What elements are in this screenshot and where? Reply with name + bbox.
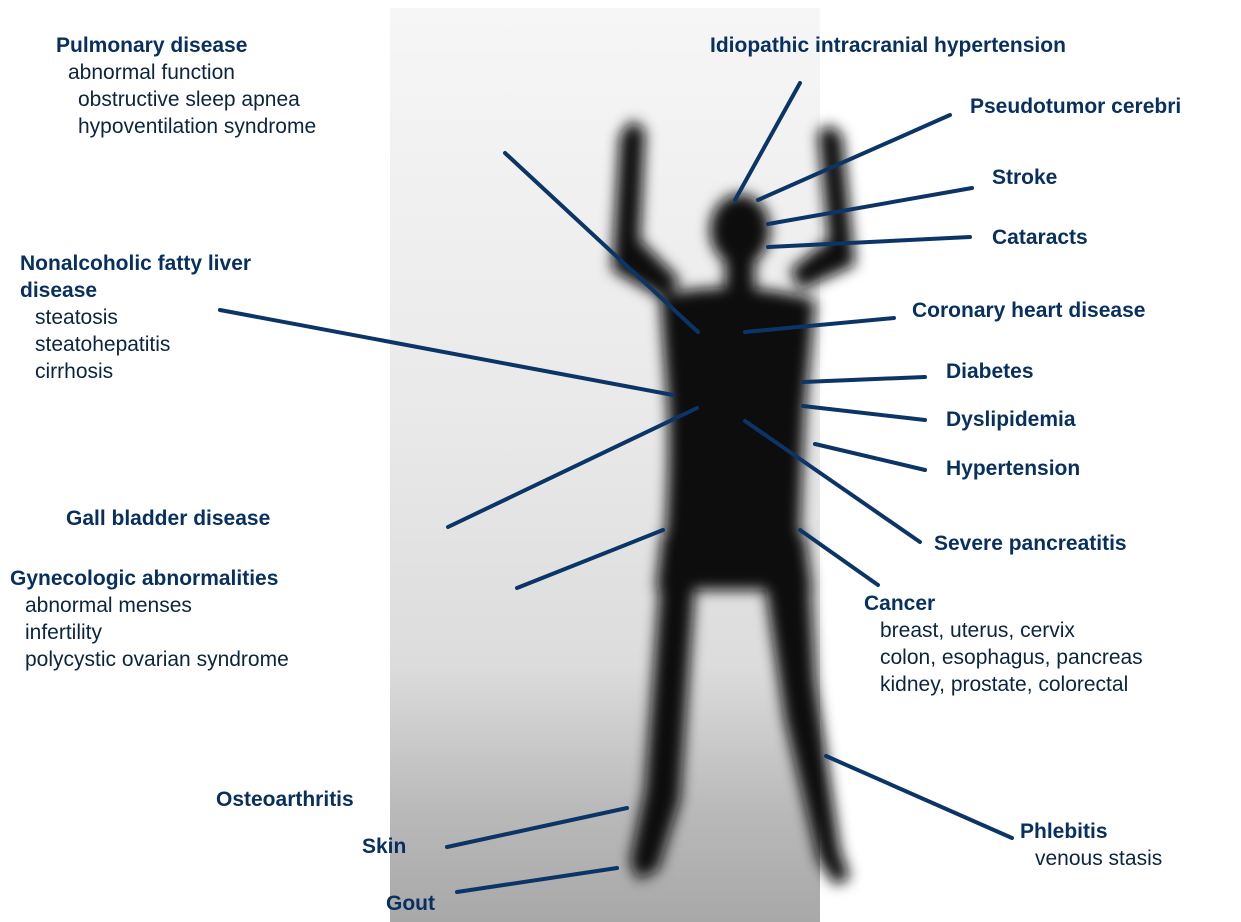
title-idiopathic-intracranial-hypertension: Idiopathic intracranial hypertension bbox=[710, 32, 1066, 59]
title-phlebitis: Phlebitis bbox=[1020, 818, 1162, 845]
detail-cirrhosis: cirrhosis bbox=[20, 358, 251, 385]
label-idiopathic-intracranial-hypertension: Idiopathic intracranial hypertension bbox=[710, 32, 1066, 59]
title-nafld-line2: disease bbox=[20, 277, 251, 304]
label-osteoarthritis: Osteoarthritis bbox=[216, 786, 354, 813]
detail-polycystic-ovarian-syndrome: polycystic ovarian syndrome bbox=[10, 646, 289, 673]
connector-skin bbox=[447, 808, 627, 847]
detail-venous-stasis: venous stasis bbox=[1020, 845, 1162, 872]
label-cancer: Cancer breast, uterus, cervix colon, eso… bbox=[864, 590, 1143, 698]
connector-gout bbox=[457, 868, 617, 892]
connector-nafld bbox=[220, 310, 673, 395]
title-severe-pancreatitis: Severe pancreatitis bbox=[934, 530, 1127, 557]
detail-hypoventilation-syndrome: hypoventilation syndrome bbox=[56, 113, 316, 140]
detail-infertility: infertility bbox=[10, 619, 289, 646]
connector-iih bbox=[735, 83, 800, 200]
detail-cancer-1: breast, uterus, cervix bbox=[864, 617, 1143, 644]
silhouette-right-arm bbox=[790, 125, 855, 290]
detail-cancer-3: kidney, prostate, colorectal bbox=[864, 671, 1143, 698]
title-cancer: Cancer bbox=[864, 590, 1143, 617]
label-nafld: Nonalcoholic fatty liver disease steatos… bbox=[20, 250, 251, 385]
title-pulmonary-disease: Pulmonary disease bbox=[56, 32, 316, 59]
human-silhouette bbox=[612, 120, 855, 885]
title-cataracts: Cataracts bbox=[992, 224, 1088, 251]
label-coronary-heart-disease: Coronary heart disease bbox=[912, 297, 1145, 324]
label-cataracts: Cataracts bbox=[992, 224, 1088, 251]
connector-cataracts bbox=[768, 237, 970, 247]
silhouette-neck bbox=[725, 255, 755, 290]
label-gall-bladder-disease: Gall bladder disease bbox=[66, 505, 270, 532]
title-nafld-line1: Nonalcoholic fatty liver bbox=[20, 250, 251, 277]
connector-hypertension bbox=[815, 444, 925, 470]
connector-gynecologic bbox=[517, 530, 663, 588]
title-gynecologic-abnormalities: Gynecologic abnormalities bbox=[10, 565, 289, 592]
title-gout: Gout bbox=[386, 890, 435, 917]
connector-cancer bbox=[800, 530, 878, 585]
detail-abnormal-menses: abnormal menses bbox=[10, 592, 289, 619]
detail-steatosis: steatosis bbox=[20, 304, 251, 331]
connector-dyslipidemia bbox=[803, 406, 925, 420]
connector-gallbladder bbox=[448, 408, 697, 527]
label-dyslipidemia: Dyslipidemia bbox=[946, 406, 1076, 433]
label-pseudotumor-cerebri: Pseudotumor cerebri bbox=[970, 93, 1181, 120]
detail-obstructive-sleep-apnea: obstructive sleep apnea bbox=[56, 86, 316, 113]
label-gout: Gout bbox=[386, 890, 435, 917]
connector-pulmonary bbox=[505, 153, 698, 332]
connector-diabetes bbox=[803, 377, 925, 382]
connector-stroke bbox=[768, 188, 972, 224]
title-skin: Skin bbox=[362, 833, 406, 860]
label-hypertension: Hypertension bbox=[946, 455, 1080, 482]
silhouette-skirt bbox=[656, 535, 812, 590]
title-gall-bladder-disease: Gall bladder disease bbox=[66, 505, 270, 532]
label-stroke: Stroke bbox=[992, 164, 1057, 191]
detail-cancer-2: colon, esophagus, pancreas bbox=[864, 644, 1143, 671]
label-phlebitis: Phlebitis venous stasis bbox=[1020, 818, 1162, 872]
title-hypertension: Hypertension bbox=[946, 455, 1080, 482]
label-skin: Skin bbox=[362, 833, 406, 860]
title-dyslipidemia: Dyslipidemia bbox=[946, 406, 1076, 433]
detail-steatohepatitis: steatohepatitis bbox=[20, 331, 251, 358]
title-coronary-heart-disease: Coronary heart disease bbox=[912, 297, 1145, 324]
silhouette-left-arm bbox=[612, 120, 680, 300]
detail-abnormal-function: abnormal function bbox=[56, 59, 316, 86]
silhouette-left-leg bbox=[630, 585, 695, 880]
label-pulmonary-disease: Pulmonary disease abnormal function obst… bbox=[56, 32, 316, 140]
title-stroke: Stroke bbox=[992, 164, 1057, 191]
label-gynecologic-abnormalities: Gynecologic abnormalities abnormal mense… bbox=[10, 565, 289, 673]
title-pseudotumor-cerebri: Pseudotumor cerebri bbox=[970, 93, 1181, 120]
title-diabetes: Diabetes bbox=[946, 358, 1034, 385]
connector-pseudotumor bbox=[758, 115, 950, 200]
label-diabetes: Diabetes bbox=[946, 358, 1034, 385]
label-severe-pancreatitis: Severe pancreatitis bbox=[934, 530, 1127, 557]
silhouette-right-leg bbox=[765, 585, 850, 885]
connector-phlebitis bbox=[826, 756, 1012, 838]
title-osteoarthritis: Osteoarthritis bbox=[216, 786, 354, 813]
